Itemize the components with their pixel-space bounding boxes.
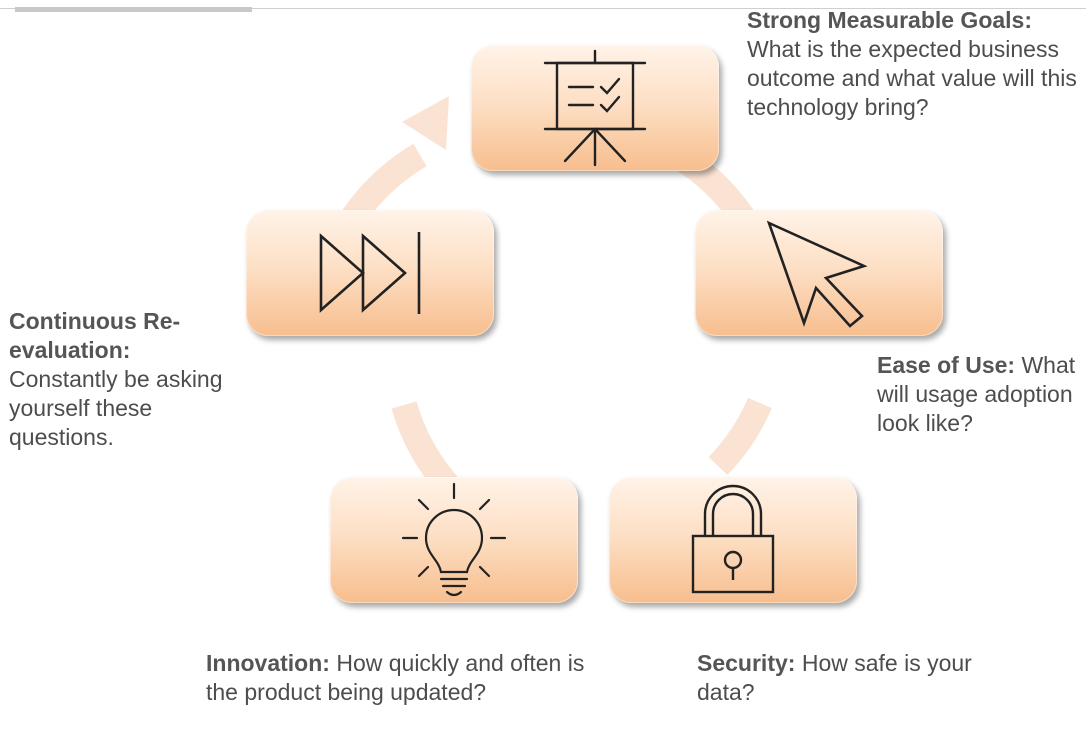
caption-reevaluation-title: Continuous Re-evaluation: (9, 308, 181, 363)
node-innovation (330, 477, 578, 603)
cursor-arrow-icon (766, 220, 868, 328)
caption-ease-text: What will usage adoption look like? (877, 352, 1076, 436)
node-security (609, 477, 857, 603)
node-continuous-reevaluation (246, 210, 494, 336)
caption-goals-text: What is the expected business outcome an… (747, 36, 1077, 120)
fast-forward-icon (319, 232, 421, 314)
padlock-icon (691, 484, 775, 594)
caption-ease-of-use: Ease of Use: What will usage adoption lo… (877, 351, 1082, 438)
top-accent-bar (15, 7, 252, 12)
node-ease-of-use (695, 210, 943, 336)
caption-reevaluation-text: Constantly be asking yourself these ques… (9, 366, 223, 450)
lightbulb-icon (401, 482, 507, 597)
caption-innovation-text: How quickly and often is the product bei… (206, 650, 585, 705)
caption-security: Security: How safe is your data? (697, 649, 997, 707)
caption-goals: Strong Measurable Goals: What is the exp… (747, 6, 1086, 122)
ring-arc-ease-security (708, 397, 772, 476)
caption-innovation-title: Innovation: (206, 650, 330, 676)
caption-goals-title: Strong Measurable Goals: (747, 7, 1033, 33)
presentation-board-checklist-icon (543, 49, 647, 167)
ring-arrowhead (402, 96, 449, 150)
caption-security-text: How safe is your data? (697, 650, 972, 705)
top-divider-line (0, 8, 1086, 9)
caption-ease-title: Ease of Use: (877, 352, 1016, 378)
node-goals (471, 45, 719, 171)
caption-innovation: Innovation: How quickly and often is the… (206, 649, 586, 707)
caption-security-title: Security: (697, 650, 796, 676)
caption-reevaluation: Continuous Re-evaluation: Constantly be … (9, 307, 234, 452)
